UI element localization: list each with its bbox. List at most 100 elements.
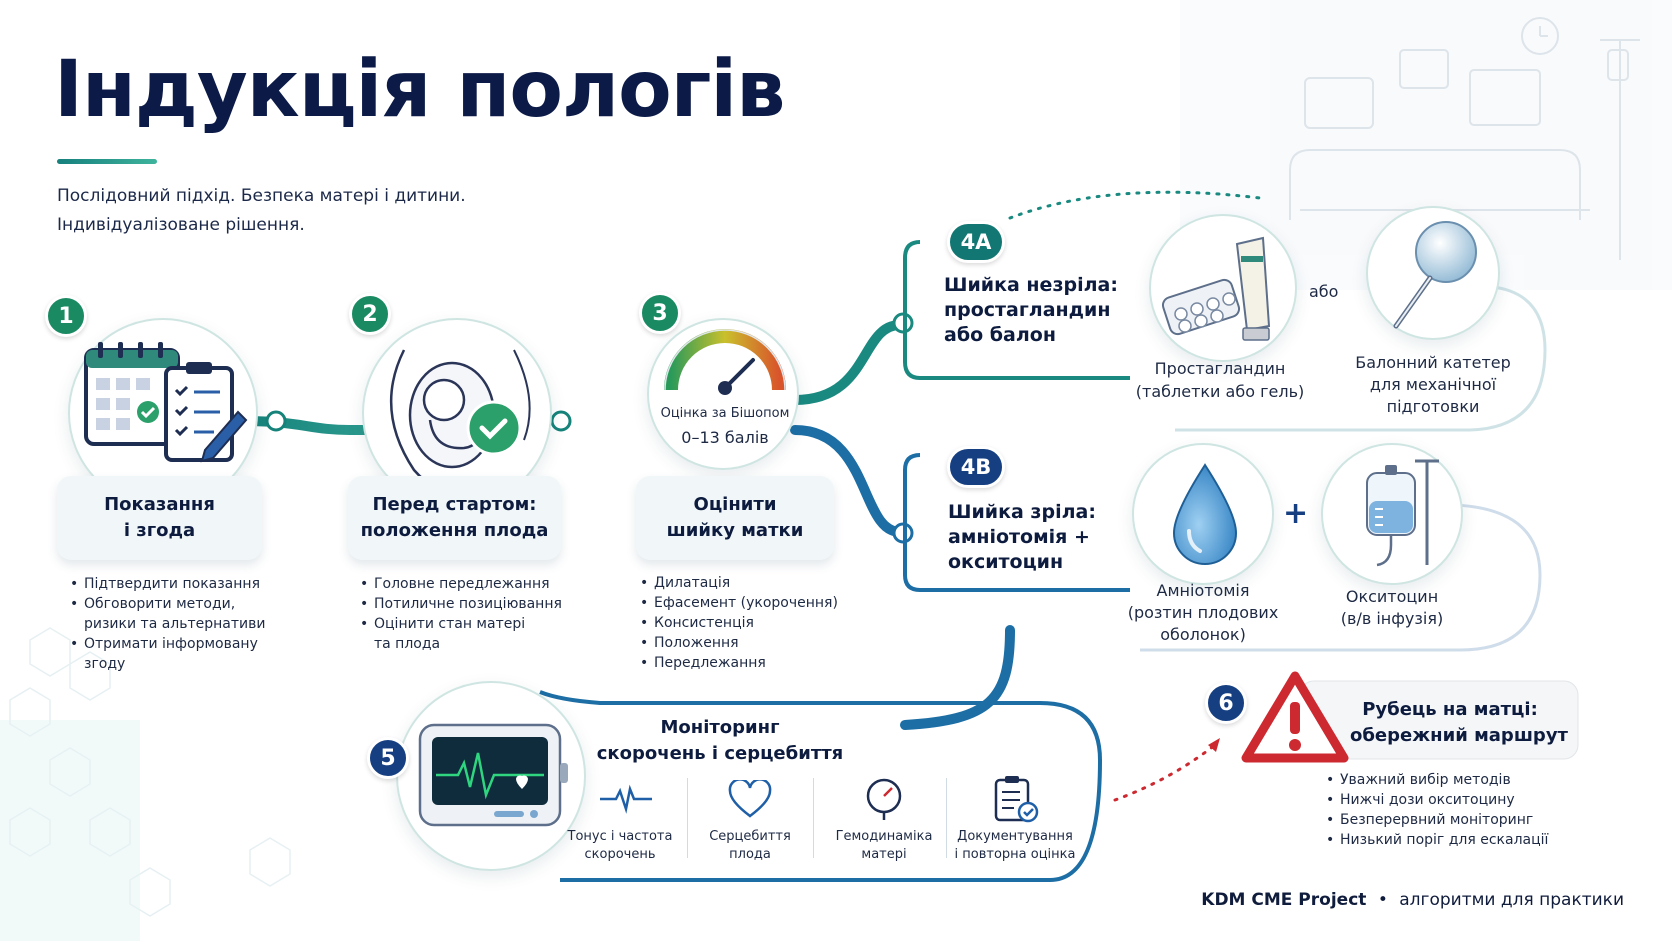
monitor-item-contractions: Тонус і частота скорочень [560, 828, 680, 864]
branch-4a-title-line2: простагландин [944, 299, 1111, 321]
step1-card[interactable]: Показання і згода [57, 476, 262, 560]
prostaglandin-label-line1: Простагландин [1154, 359, 1286, 378]
list-item: Низький поріг для ескалації [1326, 830, 1586, 850]
scar-title: Рубець на матці: обережний маршрут [1350, 697, 1568, 749]
amniotomy-illustration [1132, 443, 1274, 585]
oxytocin-illustration [1321, 443, 1463, 585]
heart-icon [728, 780, 772, 818]
list-item: Консистенція [640, 613, 870, 633]
list-item: Нижчі дози окситоцину [1326, 790, 1586, 810]
monitor-item-contractions-line1: Тонус і частота [567, 829, 673, 844]
branch-4a-title-line3: або балон [944, 324, 1056, 346]
branch-4a-title: Шийка незріла: простагландин або балон [944, 273, 1118, 348]
prostaglandin-label-line2: (таблетки або гель) [1135, 382, 1305, 401]
contraction-wave-icon [600, 784, 652, 814]
amniotomy-label-line2: (розтин плодових [1127, 603, 1279, 622]
list-item: Ефасемент (укорочення) [640, 593, 870, 613]
step3-badge: 3 [639, 292, 681, 334]
branch-4b-title: Шийка зріла: амніотомія + окситоцин [948, 500, 1096, 575]
monitor-item-documentation: Документування і повторна оцінка [950, 828, 1080, 864]
branch-4b-title-line3: окситоцин [948, 551, 1064, 573]
oxytocin-label-line1: Окситоцин [1345, 587, 1439, 606]
footer-tagline: алгоритми для практики [1399, 890, 1624, 910]
prostaglandin-label: Простагландин (таблетки або гель) [1135, 357, 1305, 403]
calendar-clipboard-icon [84, 342, 248, 463]
page-subtitle: Послідовний підхід. Безпека матері і дит… [57, 182, 466, 240]
monitor-item-hemodynamics-line2: матері [861, 847, 907, 862]
step2-title-line1: Перед стартом: [372, 494, 537, 515]
step1-bullets: Підтвердити показання Обговорити методи,… [70, 574, 300, 674]
bishop-gauge-icon [664, 329, 786, 395]
subtitle-line-1: Послідовний підхід. Безпека матері і дит… [57, 186, 466, 206]
subtitle-line-2: Індивідуалізоване рішення. [57, 215, 305, 235]
page-title: Індукція пологів [54, 45, 786, 135]
branch-4b-title-line2: амніотомія + [948, 526, 1090, 548]
divider [687, 778, 688, 858]
divider [813, 778, 814, 858]
blood-pressure-gauge-icon [866, 778, 902, 820]
branch-4a-badge: 4A [947, 221, 1005, 263]
list-item: Потиличне позиціювання [360, 594, 590, 614]
option-connector-plus: + [1283, 496, 1309, 531]
balloon-label: Балонний катетер для механічної підготов… [1342, 352, 1524, 418]
step1-badge: 1 [45, 295, 87, 337]
list-item: Передлежання [640, 653, 870, 673]
step2-bullets: Головне передлежання Потиличне позиціюва… [360, 574, 590, 654]
monitor-item-fetal-heart-line2: плода [729, 847, 771, 862]
gauge-label: Оцінка за Бішопом [660, 406, 790, 421]
amniotomy-label-line3: оболонок) [1160, 625, 1246, 644]
monitoring-title: Моніторинг скорочень і серцебиття [590, 715, 850, 767]
pills-gel-icon [1161, 236, 1271, 341]
monitor-item-hemodynamics: Гемодинаміка матері [822, 828, 946, 864]
scar-bullets: Уважний вибір методів Нижчі дози окситоц… [1326, 770, 1586, 850]
step2-card[interactable]: Перед стартом: положення плода [348, 476, 561, 560]
footer-brand: KDM CME Project [1201, 890, 1367, 910]
step3-title-line2: шийку матки [666, 520, 804, 541]
footer-separator: • [1377, 890, 1388, 910]
footer: KDM CME Project • алгоритми для практики [1201, 890, 1624, 910]
oxytocin-label: Окситоцин (в/в інфузія) [1315, 586, 1469, 630]
branch-4a-title-line1: Шийка незріла: [944, 274, 1118, 296]
step2-badge: 2 [349, 293, 391, 335]
fetus-position-icon [389, 349, 531, 496]
list-item: Підтвердити показання [70, 574, 300, 594]
clipboard-check-icon [994, 776, 1039, 823]
list-item: Обговорити методи,ризики та альтернативи [70, 594, 300, 634]
monitoring-title-line1: Моніторинг [660, 717, 780, 738]
step3-gauge-circle: Оцінка за Бішопом 0–13 балів [647, 318, 799, 470]
heart-monitor-icon [418, 723, 568, 827]
list-item: Уважний вибір методів [1326, 770, 1586, 790]
gauge-range: 0–13 балів [681, 428, 769, 447]
step5-badge: 5 [367, 737, 409, 779]
iv-bag-icon [1366, 459, 1439, 567]
balloon-catheter-icon [1393, 221, 1477, 329]
balloon-label-line3: підготовки [1386, 397, 1480, 416]
branch-4b-title-line1: Шийка зріла: [948, 501, 1096, 523]
divider [946, 778, 947, 858]
monitor-illustration [396, 681, 586, 871]
balloon-label-line1: Балонний катетер [1355, 353, 1511, 372]
scar-title-line2: обережний маршрут [1350, 725, 1568, 746]
monitoring-title-line2: скорочень і серцебиття [596, 743, 844, 764]
amniotomy-label-line1: Амніотомія [1156, 581, 1250, 600]
list-item: Дилатація [640, 573, 870, 593]
step1-title-line2: і згода [123, 520, 196, 541]
monitor-item-fetal-heart-line1: Серцебиття [709, 829, 791, 844]
monitor-item-documentation-line2: і повторна оцінка [954, 847, 1076, 862]
prostaglandin-illustration [1149, 214, 1297, 362]
branch-4b-badge: 4B [947, 446, 1005, 488]
monitor-item-fetal-heart: Серцебиття плода [700, 828, 800, 864]
list-item: Головне передлежання [360, 574, 590, 594]
balloon-illustration [1366, 206, 1500, 340]
title-underline [57, 159, 157, 164]
step6-badge: 6 [1205, 682, 1247, 724]
list-item: Безперервний моніторинг [1326, 810, 1586, 830]
step1-title-line1: Показання [104, 494, 215, 515]
step3-bullets: Дилатація Ефасемент (укорочення) Консист… [640, 573, 870, 673]
oxytocin-label-line2: (в/в інфузія) [1340, 609, 1444, 628]
water-drop-icon [1172, 463, 1238, 565]
step2-title-line2: положення плода [360, 520, 549, 541]
